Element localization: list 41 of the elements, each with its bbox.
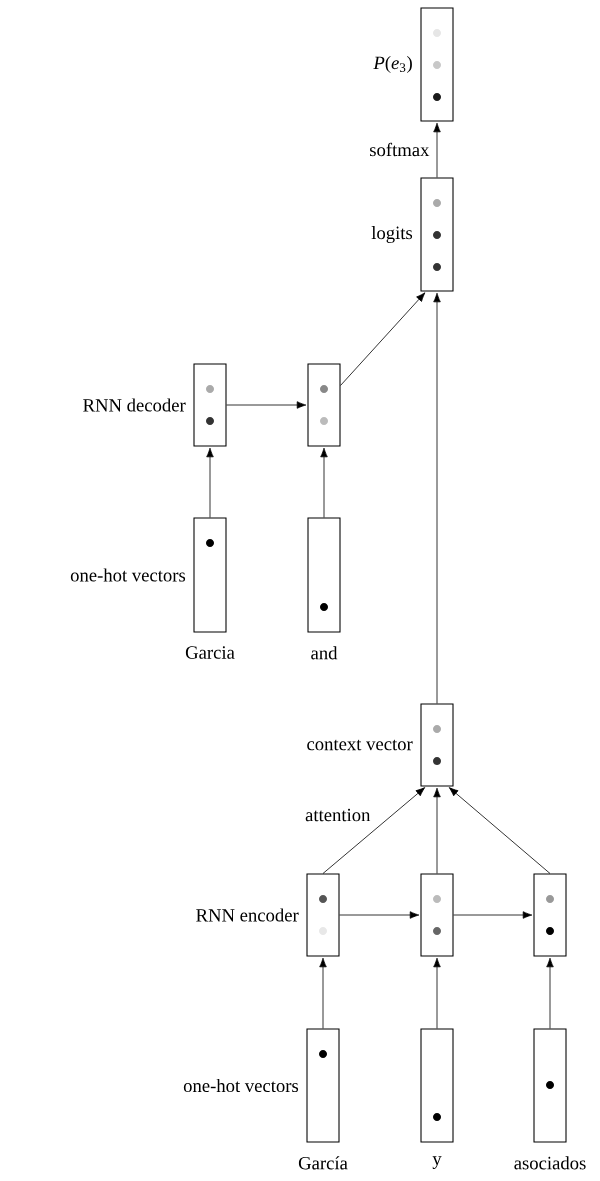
- arrow: [433, 292, 441, 704]
- arrow: [340, 292, 426, 386]
- vector-box: [420, 1028, 454, 1143]
- row-label: RNN encoder: [196, 908, 299, 922]
- vector-box: [533, 1028, 567, 1143]
- row-label: logits: [371, 226, 413, 243]
- vector-box: [307, 517, 341, 633]
- row-label: one-hot vectors: [70, 568, 186, 582]
- vector-box: [306, 1028, 340, 1143]
- row-label: context vector: [307, 739, 413, 751]
- word-label: Garcia: [185, 646, 235, 659]
- vector-box: [420, 177, 454, 292]
- vector-box: [306, 873, 340, 957]
- vector-box: [193, 363, 227, 447]
- edge-label: attention: [305, 808, 371, 822]
- row-label: P(e$_{3}$): [373, 56, 412, 73]
- arrow: [226, 401, 307, 409]
- arrow: [433, 787, 441, 874]
- vector-box: [420, 7, 454, 122]
- arrow: [453, 911, 533, 919]
- row-label: RNN decoder: [83, 398, 186, 412]
- arrow: [433, 957, 441, 1029]
- arrow: [206, 447, 214, 518]
- arrow: [322, 787, 426, 874]
- arrow: [319, 957, 327, 1029]
- vector-box: [533, 873, 567, 957]
- edge-label: softmax: [370, 142, 430, 157]
- vector-box: [420, 703, 454, 787]
- word-label: and: [311, 646, 338, 660]
- arrow: [339, 911, 420, 919]
- word-label: asociados: [514, 1156, 586, 1170]
- arrow: [433, 122, 441, 178]
- vector-box: [420, 873, 454, 957]
- arrow: [546, 957, 554, 1029]
- word-label: García: [298, 1156, 348, 1170]
- vector-box: [307, 363, 341, 447]
- row-label: one-hot vectors: [183, 1078, 299, 1093]
- word-label: y: [432, 1156, 442, 1169]
- arrow: [448, 787, 551, 874]
- vector-box: [193, 517, 227, 633]
- arrow: [320, 447, 328, 518]
